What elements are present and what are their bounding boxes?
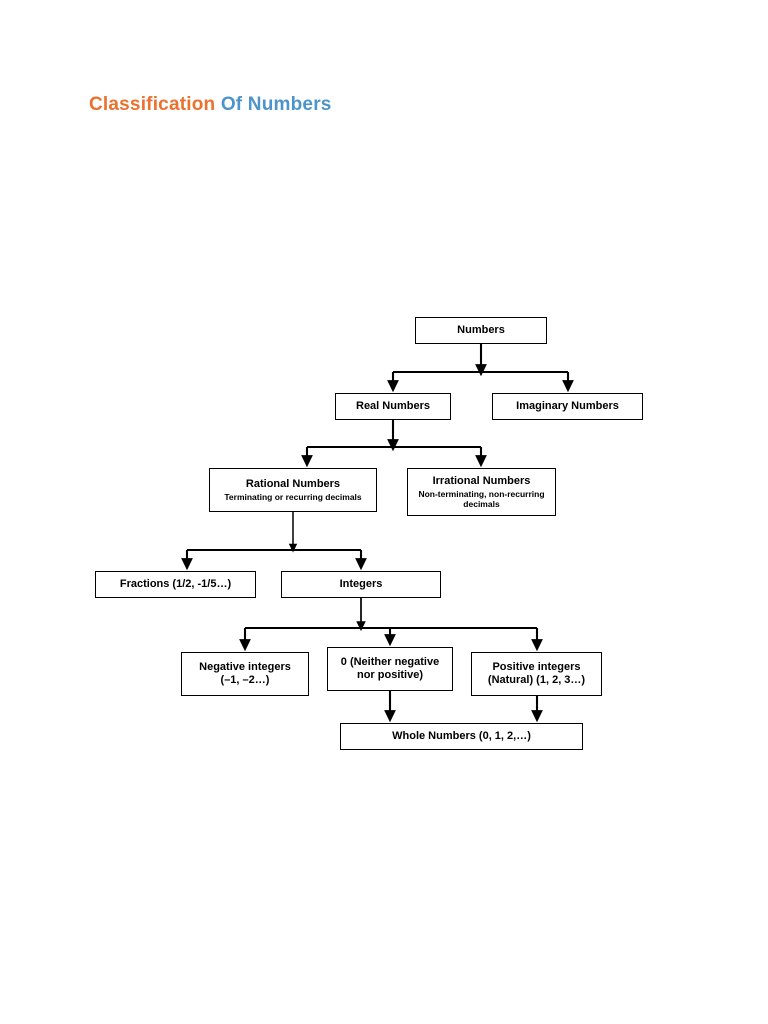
node-irrational-numbers[interactable]: Irrational Numbers Non-terminating, non-…: [407, 468, 556, 516]
node-real-numbers[interactable]: Real Numbers: [335, 393, 451, 420]
node-numbers[interactable]: Numbers: [415, 317, 547, 344]
node-imaginary-numbers[interactable]: Imaginary Numbers: [492, 393, 643, 420]
node-positive-integers-label: Positive integers: [492, 661, 581, 674]
node-fractions-label: Fractions (1/2, -1/5…): [119, 578, 232, 591]
node-zero-sublabel: nor positive): [356, 669, 423, 681]
node-imaginary-numbers-label: Imaginary Numbers: [516, 400, 619, 413]
node-zero[interactable]: 0 (Neither negative nor positive): [327, 647, 453, 691]
node-negative-integers-sublabel: (–1, –2…): [220, 674, 270, 686]
node-numbers-label: Numbers: [457, 324, 505, 337]
node-fractions[interactable]: Fractions (1/2, -1/5…): [95, 571, 256, 598]
node-zero-label: 0 (Neither negative: [340, 656, 440, 669]
node-irrational-numbers-sublabel: Non-terminating, non-recurring decimals: [418, 488, 545, 509]
page-title: Classification Of Numbers: [89, 94, 332, 116]
node-whole-numbers[interactable]: Whole Numbers (0, 1, 2,…): [340, 723, 583, 750]
node-integers[interactable]: Integers: [281, 571, 441, 598]
node-rational-numbers-label: Rational Numbers: [245, 477, 341, 490]
node-positive-integers-sublabel: (Natural) (1, 2, 3…): [487, 674, 586, 686]
node-integers-label: Integers: [339, 578, 383, 591]
node-whole-numbers-label: Whole Numbers (0, 1, 2,…): [392, 730, 531, 743]
node-rational-numbers-sublabel: Terminating or recurring decimals: [224, 491, 362, 502]
node-rational-numbers[interactable]: Rational Numbers Terminating or recurrin…: [209, 468, 377, 512]
node-negative-integers[interactable]: Negative integers (–1, –2…): [181, 652, 309, 696]
page-title-part-of-numbers: Of Numbers: [215, 94, 332, 115]
node-irrational-numbers-label: Irrational Numbers: [432, 474, 531, 487]
node-real-numbers-label: Real Numbers: [356, 400, 430, 413]
node-negative-integers-label: Negative integers: [199, 661, 291, 674]
node-positive-integers[interactable]: Positive integers (Natural) (1, 2, 3…): [471, 652, 602, 696]
page-title-part-classification: Classification: [89, 94, 216, 115]
